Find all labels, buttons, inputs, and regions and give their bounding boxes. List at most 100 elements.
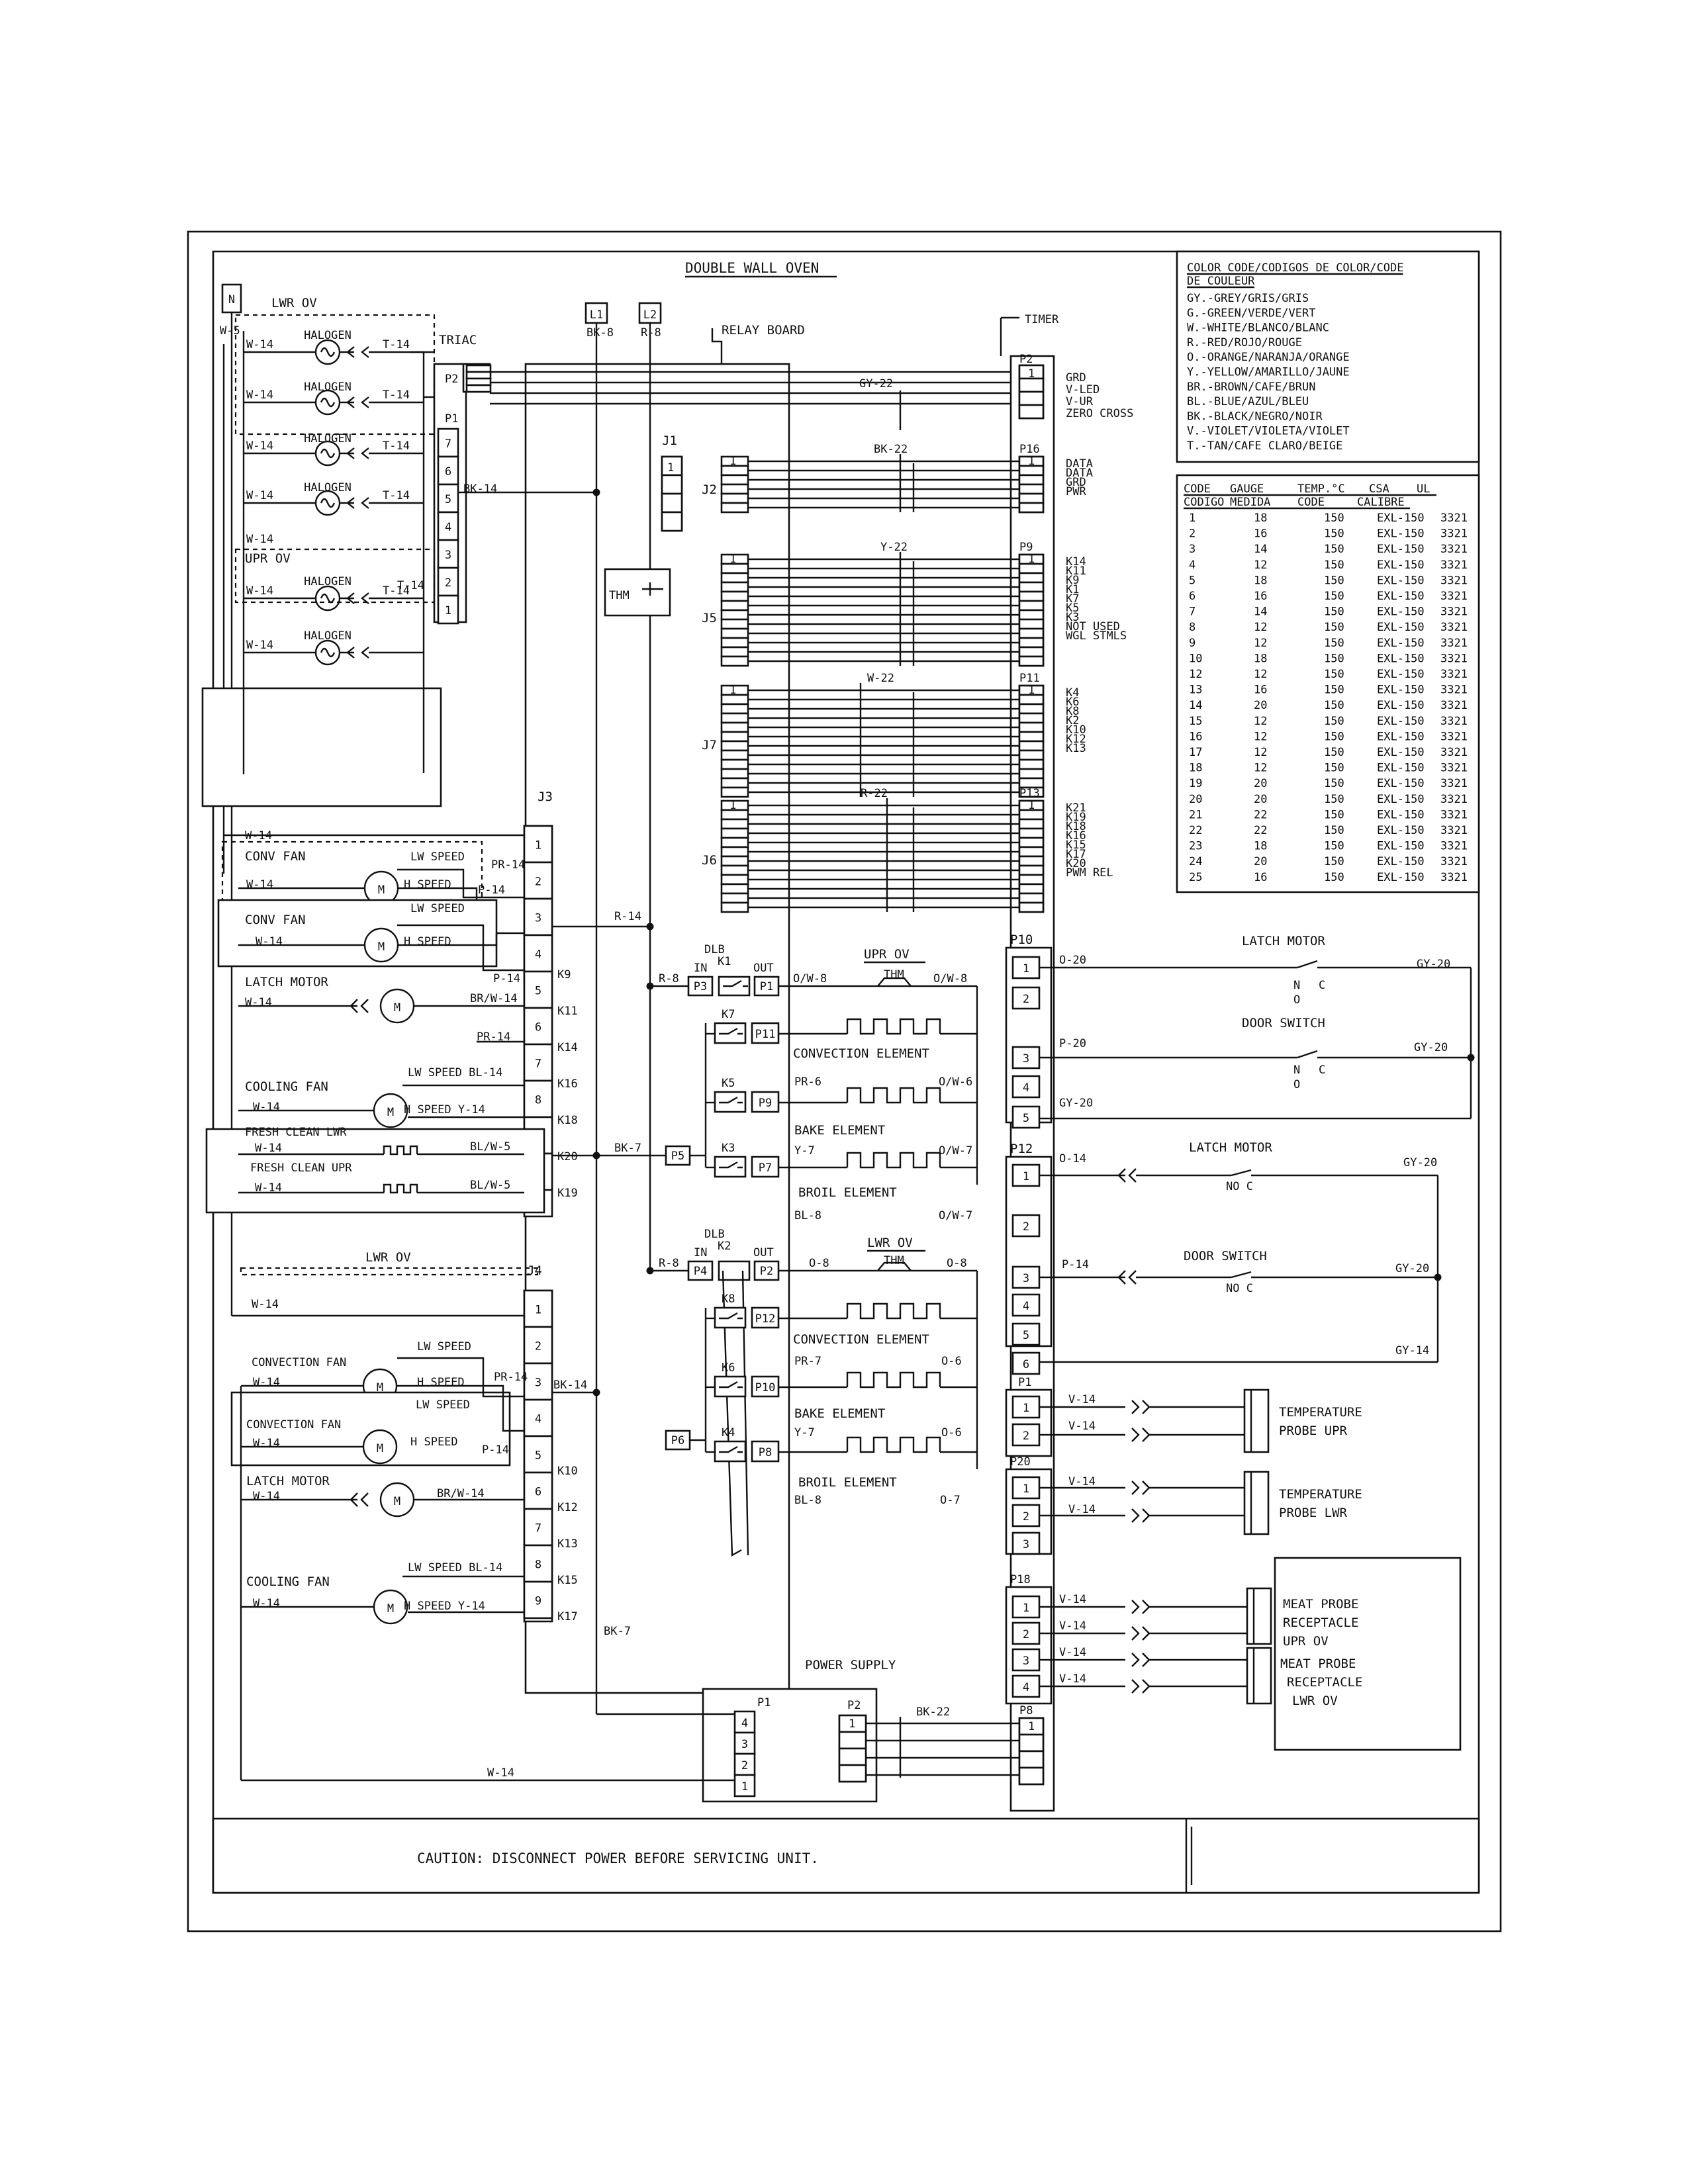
connector-label: J7	[702, 738, 717, 752]
connector-pin	[1018, 721, 1045, 733]
gauge-table-cell: EXL-150	[1377, 855, 1425, 868]
gauge-table-cell: 3321	[1440, 730, 1468, 743]
filament-icon	[320, 397, 336, 408]
wire-label: O-20	[1059, 954, 1086, 967]
connector-pin	[1011, 1075, 1041, 1099]
gauge-table-header: CODE	[1297, 496, 1325, 509]
in-label: IN	[694, 1246, 707, 1259]
connector-pin	[720, 827, 749, 839]
connector-pin	[720, 846, 749, 858]
gauge-table-cell: EXL-150	[1377, 762, 1425, 775]
wire-label: BK-7	[614, 1142, 641, 1155]
wire	[397, 933, 498, 946]
pin-number: 4	[535, 948, 541, 962]
wire-label: BK-22	[916, 1706, 950, 1719]
switch-label: C	[1319, 979, 1325, 992]
connector-pin	[1018, 749, 1045, 761]
pin-number: 2	[1023, 1430, 1029, 1443]
signal-label: K14	[1066, 555, 1086, 569]
lwr-ov-label: LWR OV	[271, 296, 317, 310]
wire-label: T-14	[383, 439, 410, 453]
wire-label: V-14	[1059, 1646, 1086, 1659]
thm-label: THM	[884, 968, 904, 981]
pin-number: 1	[729, 799, 736, 812]
junction-dot	[592, 1152, 600, 1160]
switch-icon	[1297, 1050, 1471, 1059]
pin-number: 1	[729, 455, 736, 468]
wire-label: W-5	[220, 324, 240, 338]
signal-label: K4	[1066, 686, 1079, 700]
heating-element-icon	[846, 1087, 941, 1104]
connector-pin	[1018, 827, 1045, 839]
connector-pin	[1018, 901, 1045, 913]
gauge-table-cell: EXL-150	[1377, 684, 1425, 697]
gauge-table-cell: 23	[1189, 840, 1202, 853]
heating-element-icon	[846, 1018, 941, 1035]
pin-number: 1	[1023, 1602, 1029, 1615]
color-code-entry: BK.-BLACK/NEGRO/NOIR	[1187, 410, 1323, 423]
gauge-table-cell: 15	[1189, 715, 1202, 728]
wire-label: BK-14	[463, 482, 497, 496]
relay-label: K20	[557, 1150, 578, 1163]
thm-label: THM	[884, 1254, 904, 1267]
latch-motor-label: LATCH MOTOR	[246, 1474, 330, 1488]
gauge-table-cell: 150	[1324, 855, 1344, 868]
signal-label: DATA	[1066, 467, 1093, 480]
wire-label: W-14	[252, 1298, 279, 1311]
gauge-table-cell: 3321	[1440, 637, 1468, 650]
signal-label: K8	[1066, 705, 1079, 718]
l2-terminal	[638, 302, 662, 324]
wire-label: O-14	[1059, 1152, 1086, 1165]
convection-element-label: CONVECTION ELEMENT	[793, 1332, 929, 1347]
gauge-table-cell: 150	[1324, 730, 1344, 743]
connector-label: P12	[755, 1312, 776, 1326]
signal-label: K16	[1066, 829, 1086, 842]
connector-pin	[720, 618, 749, 630]
gauge-table-cell: 3321	[1440, 512, 1468, 525]
connector-label: P1	[757, 1696, 771, 1709]
connector-pin	[720, 474, 749, 486]
relay-pin	[751, 1375, 780, 1398]
switch-label: NO C	[1226, 1282, 1253, 1295]
plug-icon	[346, 396, 355, 408]
gauge-table-cell: EXL-150	[1377, 606, 1425, 619]
connector-pin	[1018, 502, 1045, 514]
convection-fan-2-group	[230, 1391, 511, 1467]
halogen-label: HALOGEN	[304, 629, 352, 643]
broil-element-label: BROIL ELEMENT	[798, 1475, 897, 1490]
connector-pin	[720, 572, 749, 584]
pin-number: 3	[535, 912, 541, 925]
connector-pin	[1018, 1766, 1045, 1786]
color-code-entry: GY.-GREY/GRIS/GRIS	[1187, 292, 1309, 305]
connector-pin	[1011, 1214, 1041, 1238]
upr-ov-halogen-box	[201, 687, 442, 807]
meat-probe-upr-label: MEAT PROBE	[1283, 1597, 1358, 1612]
out-label: OUT	[753, 962, 774, 975]
gauge-table-cell: 18	[1189, 762, 1202, 775]
connector-pin	[1018, 1750, 1045, 1769]
pin-number: 1	[667, 461, 674, 475]
wire	[711, 328, 723, 364]
filament-icon	[320, 448, 336, 459]
gauge-table-header: CSA	[1369, 482, 1389, 496]
connector-label: P1	[1018, 1376, 1031, 1389]
pin-number: 5	[445, 493, 451, 506]
connector-pin	[1011, 1531, 1041, 1555]
temp-probe-lwr-label: PROBE LWR	[1279, 1506, 1348, 1520]
plug-icon	[346, 592, 355, 604]
timer-label: TIMER	[1025, 313, 1059, 326]
broil-element-label: BROIL ELEMENT	[798, 1185, 897, 1200]
wire	[397, 868, 524, 899]
connector-pin	[1018, 855, 1045, 867]
pin-number: 4	[1023, 1081, 1029, 1095]
connector-label: J2	[702, 482, 717, 497]
wire-label: W-14	[246, 878, 273, 891]
pin-number: 5	[535, 985, 541, 998]
meat-probe-upr-label: UPR OV	[1283, 1634, 1329, 1649]
connector-pin	[1011, 1674, 1041, 1698]
pin-number: 1	[1028, 367, 1035, 381]
gauge-table-cell: 12	[1254, 668, 1267, 681]
gauge-table-cell: 20	[1254, 777, 1267, 790]
pin-number: 5	[1023, 1329, 1029, 1342]
connector-pin	[1018, 883, 1045, 895]
